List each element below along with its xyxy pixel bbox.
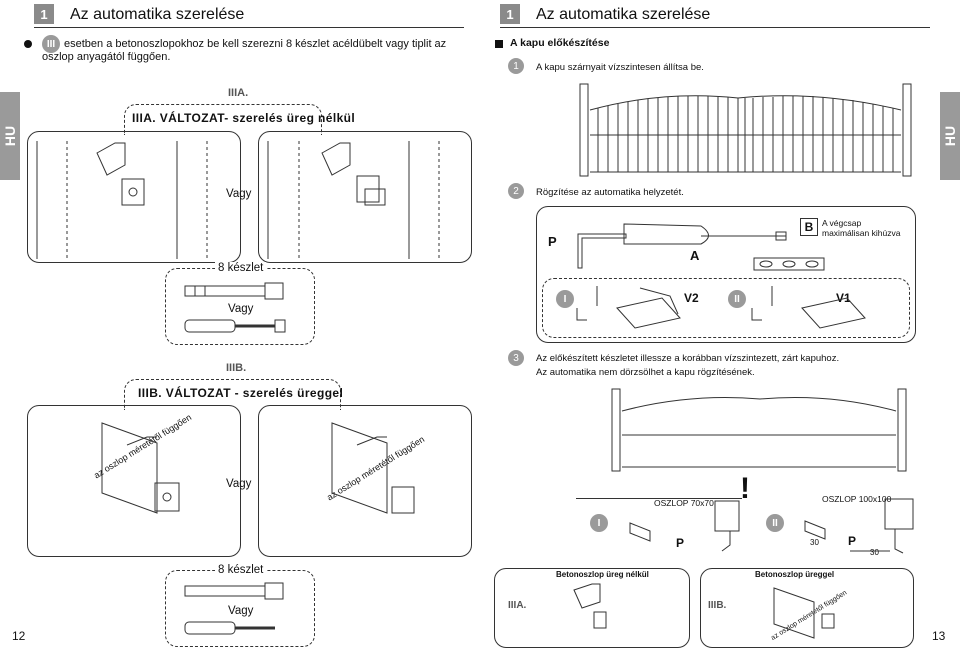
diagram-a-left (27, 131, 241, 263)
vagy-label: Vagy (228, 605, 254, 617)
label-a: A (690, 248, 700, 263)
actuator-drawing (577, 223, 825, 271)
language-tab-right: HU (940, 92, 960, 180)
label-v1: V1 (836, 291, 851, 305)
label-p: P (848, 534, 857, 548)
variant-b-badge: IIIB. (226, 362, 247, 374)
step-3-text-1: Az előkészített készletet illessze a kor… (536, 353, 840, 364)
page-number: 13 (932, 629, 946, 643)
diagram-b-right (258, 405, 472, 557)
positioning-diagram-box (536, 206, 916, 343)
step-number: 3 (508, 350, 524, 366)
step-number: 2 (508, 183, 524, 199)
page-number: 12 (12, 629, 26, 643)
gate-drawing-top (579, 83, 912, 177)
section-heading: A kapu előkészítése (510, 37, 610, 49)
step-3-text-2: Az automatika nem dörzsölhet a kapu rögz… (536, 367, 755, 378)
roman-badge: III (42, 35, 60, 53)
detail-divider (576, 498, 742, 500)
variant-a-frame (124, 104, 322, 135)
title-rule (34, 27, 464, 28)
post-brackets-b-drawing (101, 422, 415, 514)
box-title: Betonoszlop üreggel (755, 570, 835, 579)
dimension-label: 30 (810, 538, 819, 547)
warning-icon: ! (740, 472, 750, 505)
label-p: P (676, 536, 685, 550)
variant-a-badge: IIIA. (508, 600, 527, 611)
page-section-number: 1 (34, 4, 54, 24)
square-bullet-icon (495, 40, 503, 48)
vagy-label: Vagy (226, 188, 252, 200)
variant-b-title: IIIB. VÁLTOZAT - szerelés üreggel (138, 386, 344, 400)
anchor-bolt-drawing (184, 582, 284, 635)
language-tab-left: HU (0, 92, 20, 180)
label-v2: V2 (684, 291, 699, 305)
bullet-icon (24, 40, 32, 48)
variant-a-title: IIIA. VÁLTOZAT- szerelés üreg nélkül (132, 111, 356, 125)
label-b: B (800, 218, 818, 236)
vagy-label: Vagy (228, 303, 254, 315)
page-title: Az automatika szerelése (70, 6, 245, 23)
page-section-number: 1 (500, 4, 520, 24)
step-number: 1 (508, 58, 524, 74)
anchor-bolt-drawing (184, 282, 286, 333)
roman-option: I (590, 514, 608, 532)
gate-drawing-bottom (611, 388, 907, 472)
roman-option: II (728, 290, 746, 308)
intro-text: esetben a betonoszlopokhoz be kell szere… (42, 38, 447, 63)
kit-count-label: 8 készlet (215, 262, 267, 274)
diagram-b-left (27, 405, 241, 557)
variant-a-badge: IIIA. (228, 87, 249, 99)
variant-b-frame (124, 379, 341, 410)
variant-options-box (542, 278, 910, 338)
variant-b-badge: IIIB. (708, 600, 727, 611)
box-title: Betonoszlop üreg nélkül (556, 570, 649, 579)
concrete-post-drawings (573, 583, 835, 639)
roman-option: II (766, 514, 784, 532)
step-1-text: A kapu szárnyait vízszintesen állítsa be… (536, 62, 704, 73)
page-title: Az automatika szerelése (536, 6, 711, 23)
title-rule (500, 27, 930, 28)
post-size-label: OSZLOP 70x70 (654, 498, 714, 508)
step-2-text: Rögzítése az automatika helyzetét. (536, 187, 684, 198)
bracket-options-drawing (576, 286, 866, 329)
diagram-a-right (258, 131, 472, 263)
post-size-label: OSZLOP 100x100 (822, 494, 892, 504)
kit-count-label: 8 készlet (215, 564, 267, 576)
vagy-label: Vagy (226, 478, 252, 490)
label-p: P (548, 234, 557, 249)
dimension-label: 30 (870, 548, 879, 557)
post-mount-details-drawing (629, 498, 914, 554)
roman-option: I (556, 290, 574, 308)
post-brackets-a-drawing (36, 141, 440, 259)
label-b-description: A végcsap maximálisan kihúzva (822, 218, 901, 238)
